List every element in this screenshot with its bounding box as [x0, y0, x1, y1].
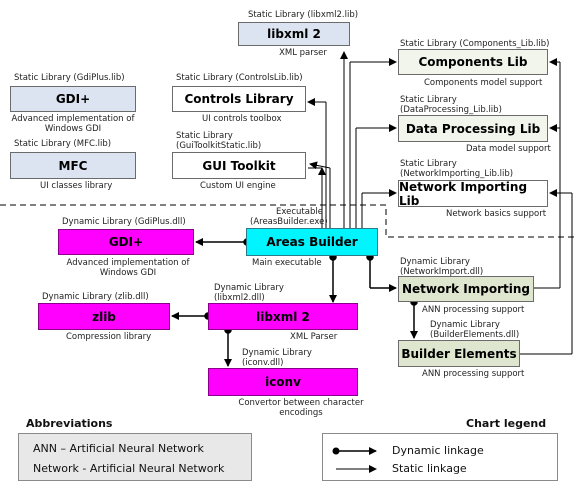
network-importing-type-2: (NetworkImport.dll): [400, 267, 484, 277]
data-processing-lib-desc: Data model support: [466, 144, 551, 154]
network-importing-type-1: Dynamic Library: [400, 257, 470, 267]
iconv-node[interactable]: iconv: [208, 368, 358, 396]
libxml2-dll-type-2: (libxml2.dll): [214, 293, 265, 303]
legend-box: [322, 433, 558, 481]
libxml2-dll-type-1: Dynamic Library: [214, 283, 284, 293]
components-lib-node[interactable]: Components Lib: [398, 49, 548, 75]
gdiplus-dll-desc-1: Advanced implementation of: [66, 258, 190, 268]
builder-elements-node[interactable]: Builder Elements: [398, 340, 520, 367]
controls-library-type: Static Library (ControlsLib.lib): [176, 73, 303, 83]
gdiplus-dll-type: Dynamic Library (GdiPlus.dll): [62, 217, 186, 227]
builder-elements-desc: ANN processing support: [422, 369, 525, 379]
legend-static-label: Static linkage: [392, 462, 467, 475]
areas-builder-desc: Main executable: [252, 258, 322, 268]
abbreviations-box: ANN – Artificial Neural Network Network …: [18, 433, 252, 481]
mfc-node[interactable]: MFC: [10, 152, 136, 179]
areas-builder-type-1: Executable: [276, 207, 323, 217]
gdiplus-static-desc-1: Advanced implementation of: [11, 114, 135, 124]
static-links: [307, 51, 573, 355]
zlib-type: Dynamic Library (zlib.dll): [42, 292, 149, 302]
gdiplus-static-node[interactable]: GDI+: [10, 86, 136, 112]
network-importing-node[interactable]: Network Importing: [398, 276, 534, 302]
gui-toolkit-type-1: Static Library: [176, 131, 233, 141]
libxml2-dll-desc: XML Parser: [290, 332, 338, 342]
data-processing-lib-type-2: (DataProcessing_Lib.lib): [400, 105, 502, 115]
tier-separator: [0, 204, 576, 238]
gui-toolkit-desc: Custom UI engine: [200, 181, 276, 191]
data-processing-lib-type-1: Static Library: [400, 95, 457, 105]
zlib-desc: Compression library: [66, 332, 152, 342]
gdiplus-dll-node[interactable]: GDI+: [58, 229, 194, 255]
libxml2-static-type: Static Library (libxml2.lib): [247, 10, 359, 20]
network-importing-desc: ANN processing support: [422, 305, 525, 315]
legend-dynamic-label: Dynamic linkage: [392, 444, 484, 457]
controls-library-desc: UI controls toolbox: [202, 114, 282, 124]
abbreviation-item: ANN – Artificial Neural Network: [33, 442, 204, 455]
mfc-type: Static Library (MFC.lib): [14, 139, 112, 149]
network-importing-lib-desc: Network basics support: [446, 209, 547, 219]
libxml2-dll-node[interactable]: libxml 2: [208, 303, 358, 330]
zlib-node[interactable]: zlib: [38, 303, 170, 330]
builder-elements-type-1: Dynamic Library: [430, 320, 500, 330]
components-lib-type: Static Library (Components_Lib.lib): [400, 39, 550, 49]
components-lib-desc: Components model support: [424, 78, 543, 88]
gui-toolkit-type-2: (GuiToolkitStatic.lib): [176, 141, 262, 151]
areas-builder-node[interactable]: Areas Builder: [246, 228, 378, 256]
network-importing-lib-type-1: Static Library: [400, 159, 457, 169]
data-processing-lib-node[interactable]: Data Processing Lib: [398, 115, 548, 142]
iconv-type-2: (iconv.dll): [242, 358, 284, 368]
network-importing-lib-type-2: (NetworkImporting_Lib.lib): [400, 169, 514, 179]
iconv-desc-2: encodings: [279, 408, 323, 418]
abbreviation-item: Network - Artificial Neural Network: [33, 462, 225, 475]
gdiplus-dll-desc-2: Windows GDI: [99, 268, 157, 278]
gdiplus-static-type: Static Library (GdiPlus.lib): [14, 73, 125, 83]
network-importing-lib-node[interactable]: Network Importing Lib: [398, 180, 548, 208]
mfc-desc: UI classes library: [40, 181, 113, 191]
libxml2-static-node[interactable]: libxml 2: [238, 22, 350, 46]
controls-library-node[interactable]: Controls Library: [172, 86, 306, 112]
gui-toolkit-node[interactable]: GUI Toolkit: [172, 152, 306, 179]
iconv-desc-1: Convertor between character: [238, 398, 364, 408]
areas-builder-type-2: (AreasBuilder.exe): [250, 217, 328, 227]
legend-heading: Chart legend: [466, 417, 547, 430]
iconv-type-1: Dynamic Library: [242, 348, 312, 358]
legend-samples: [332, 447, 377, 473]
libxml2-static-desc: XML parser: [279, 48, 327, 58]
abbreviations-heading: Abbreviations: [26, 417, 113, 430]
gdiplus-static-desc-2: Windows GDI: [44, 124, 102, 134]
builder-elements-type-2: (BuilderElements.dll): [430, 330, 520, 340]
